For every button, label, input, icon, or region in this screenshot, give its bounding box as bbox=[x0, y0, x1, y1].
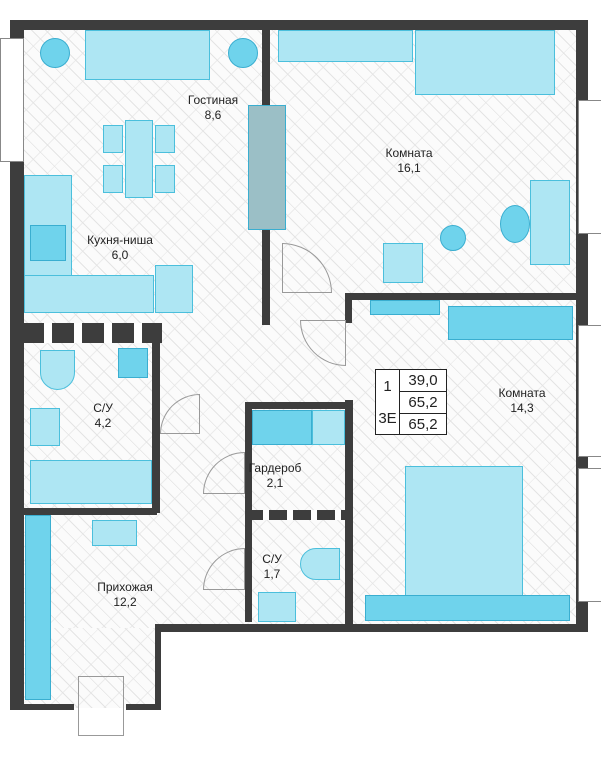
total-area-2: 65,2 bbox=[408, 416, 438, 433]
bathtub-icon bbox=[30, 460, 152, 504]
room-area: 2,1 bbox=[266, 476, 284, 490]
desk bbox=[530, 180, 570, 265]
wall-left bbox=[10, 20, 24, 710]
plant-icon bbox=[228, 38, 258, 68]
room-area: 1,7 bbox=[263, 567, 281, 581]
apartment-type: 3Е bbox=[378, 410, 397, 428]
wall-interior bbox=[345, 293, 580, 300]
stove-icon bbox=[30, 225, 66, 261]
wall-bottom bbox=[155, 624, 588, 632]
wall-hall-bottom-2 bbox=[126, 704, 161, 710]
chair bbox=[103, 165, 123, 193]
apartment-info-box: 1 3Е 39,0 65,2 65,2 bbox=[375, 369, 447, 435]
sink-icon bbox=[258, 592, 296, 622]
fridge bbox=[155, 265, 193, 313]
radiator-shelf bbox=[278, 30, 413, 62]
armchair bbox=[383, 243, 423, 283]
bed bbox=[415, 30, 555, 95]
bed bbox=[405, 466, 523, 596]
lamp-icon bbox=[440, 225, 466, 251]
living-area: 39,0 bbox=[400, 370, 446, 392]
sink-icon bbox=[30, 408, 60, 446]
room-name: С/У bbox=[93, 401, 113, 415]
boiler-icon bbox=[118, 348, 148, 378]
room-area: 8,6 bbox=[204, 108, 222, 122]
room-area: 6,0 bbox=[111, 248, 129, 262]
wall-interior bbox=[345, 293, 352, 323]
wall-hall-right bbox=[155, 624, 161, 710]
chair bbox=[155, 125, 175, 153]
window bbox=[578, 468, 601, 602]
rooms-count: 1 bbox=[383, 377, 392, 395]
wall-interior bbox=[22, 323, 162, 343]
entrance-door bbox=[78, 676, 124, 736]
room-area: 16,1 bbox=[397, 161, 421, 175]
chair bbox=[155, 165, 175, 193]
plant-icon bbox=[40, 38, 70, 68]
room-name: Комната bbox=[498, 386, 546, 400]
closet-corner bbox=[312, 410, 345, 445]
chair bbox=[500, 205, 530, 243]
room-area: 12,2 bbox=[113, 595, 137, 609]
dresser bbox=[365, 595, 570, 621]
toilet-icon bbox=[300, 548, 340, 580]
window bbox=[578, 325, 601, 457]
wall-interior bbox=[22, 508, 157, 515]
sofa bbox=[85, 30, 210, 80]
wall-interior bbox=[245, 402, 350, 409]
dining-table bbox=[125, 120, 153, 198]
closet-shelf bbox=[252, 410, 312, 445]
chair bbox=[103, 125, 123, 153]
radiator-shelf bbox=[448, 306, 573, 340]
wall-interior bbox=[245, 510, 350, 520]
room-area: 14,3 bbox=[510, 401, 534, 415]
wall-hall-bottom bbox=[10, 704, 74, 710]
kitchen-counter bbox=[24, 275, 154, 313]
total-area: 65,2 bbox=[400, 392, 446, 414]
room-name: Гардероб bbox=[248, 461, 302, 475]
toilet-icon bbox=[40, 350, 75, 390]
window bbox=[0, 38, 24, 162]
room-name: Прихожая bbox=[97, 580, 153, 594]
wall-top bbox=[10, 20, 588, 30]
room-area: 4,2 bbox=[94, 416, 112, 430]
shelf bbox=[370, 300, 440, 315]
wall-interior bbox=[152, 323, 160, 513]
room-name: Комната bbox=[385, 146, 433, 160]
window bbox=[578, 100, 601, 234]
room-name: Гостиная bbox=[187, 93, 239, 107]
bench bbox=[92, 520, 137, 546]
room-name: Кухня-ниша bbox=[87, 233, 153, 247]
sliding-partition bbox=[248, 105, 286, 230]
room-name: С/У bbox=[262, 552, 282, 566]
wardrobe bbox=[25, 515, 51, 700]
